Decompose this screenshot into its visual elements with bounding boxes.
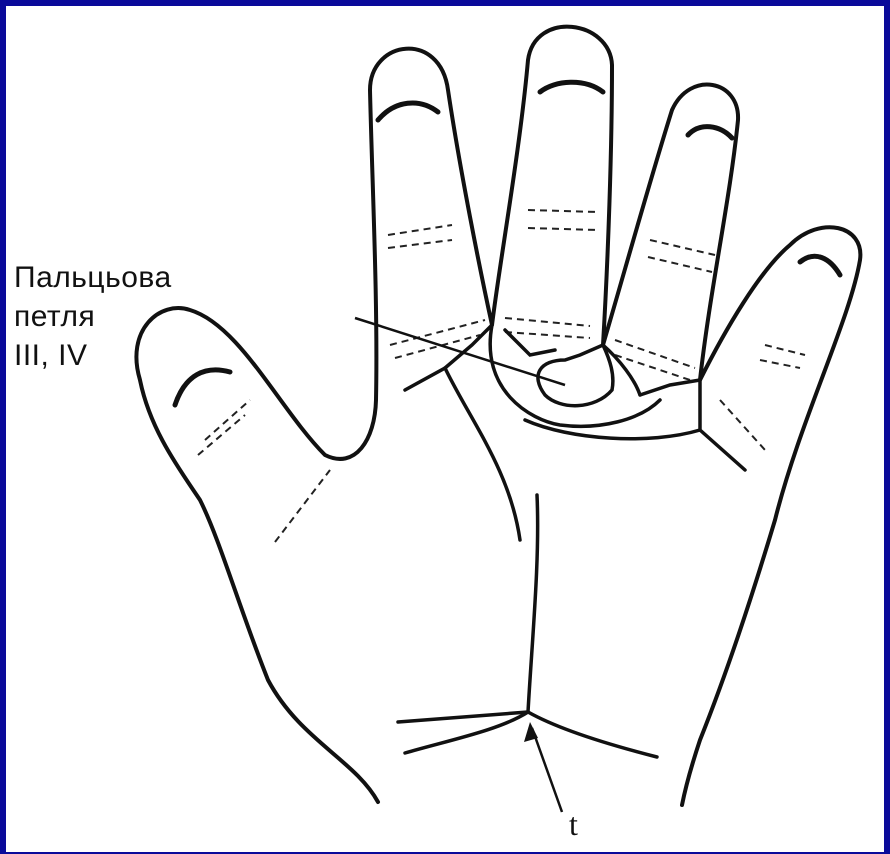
fingertip-mark-ring [688,127,732,138]
triradius-t-label: t [569,806,578,843]
label-line-1: Пальцьова [14,258,172,297]
label-pointer-line [355,318,565,385]
t-arrow [524,722,562,812]
fingertip-mark-thumb [175,370,230,405]
triradius-t [398,495,657,757]
palm-diagram [6,6,884,852]
fingertip-mark-index [378,103,438,120]
label-line-2: петля [14,297,172,336]
finger-loop-label: Пальцьова петля III, IV [14,258,172,375]
fingertip-mark-little [800,256,840,275]
palm-creases [405,325,745,540]
fingertip-mark-middle [540,82,603,92]
label-line-3: III, IV [14,336,172,375]
slide-panel: Пальцьова петля III, IV t [6,6,884,852]
